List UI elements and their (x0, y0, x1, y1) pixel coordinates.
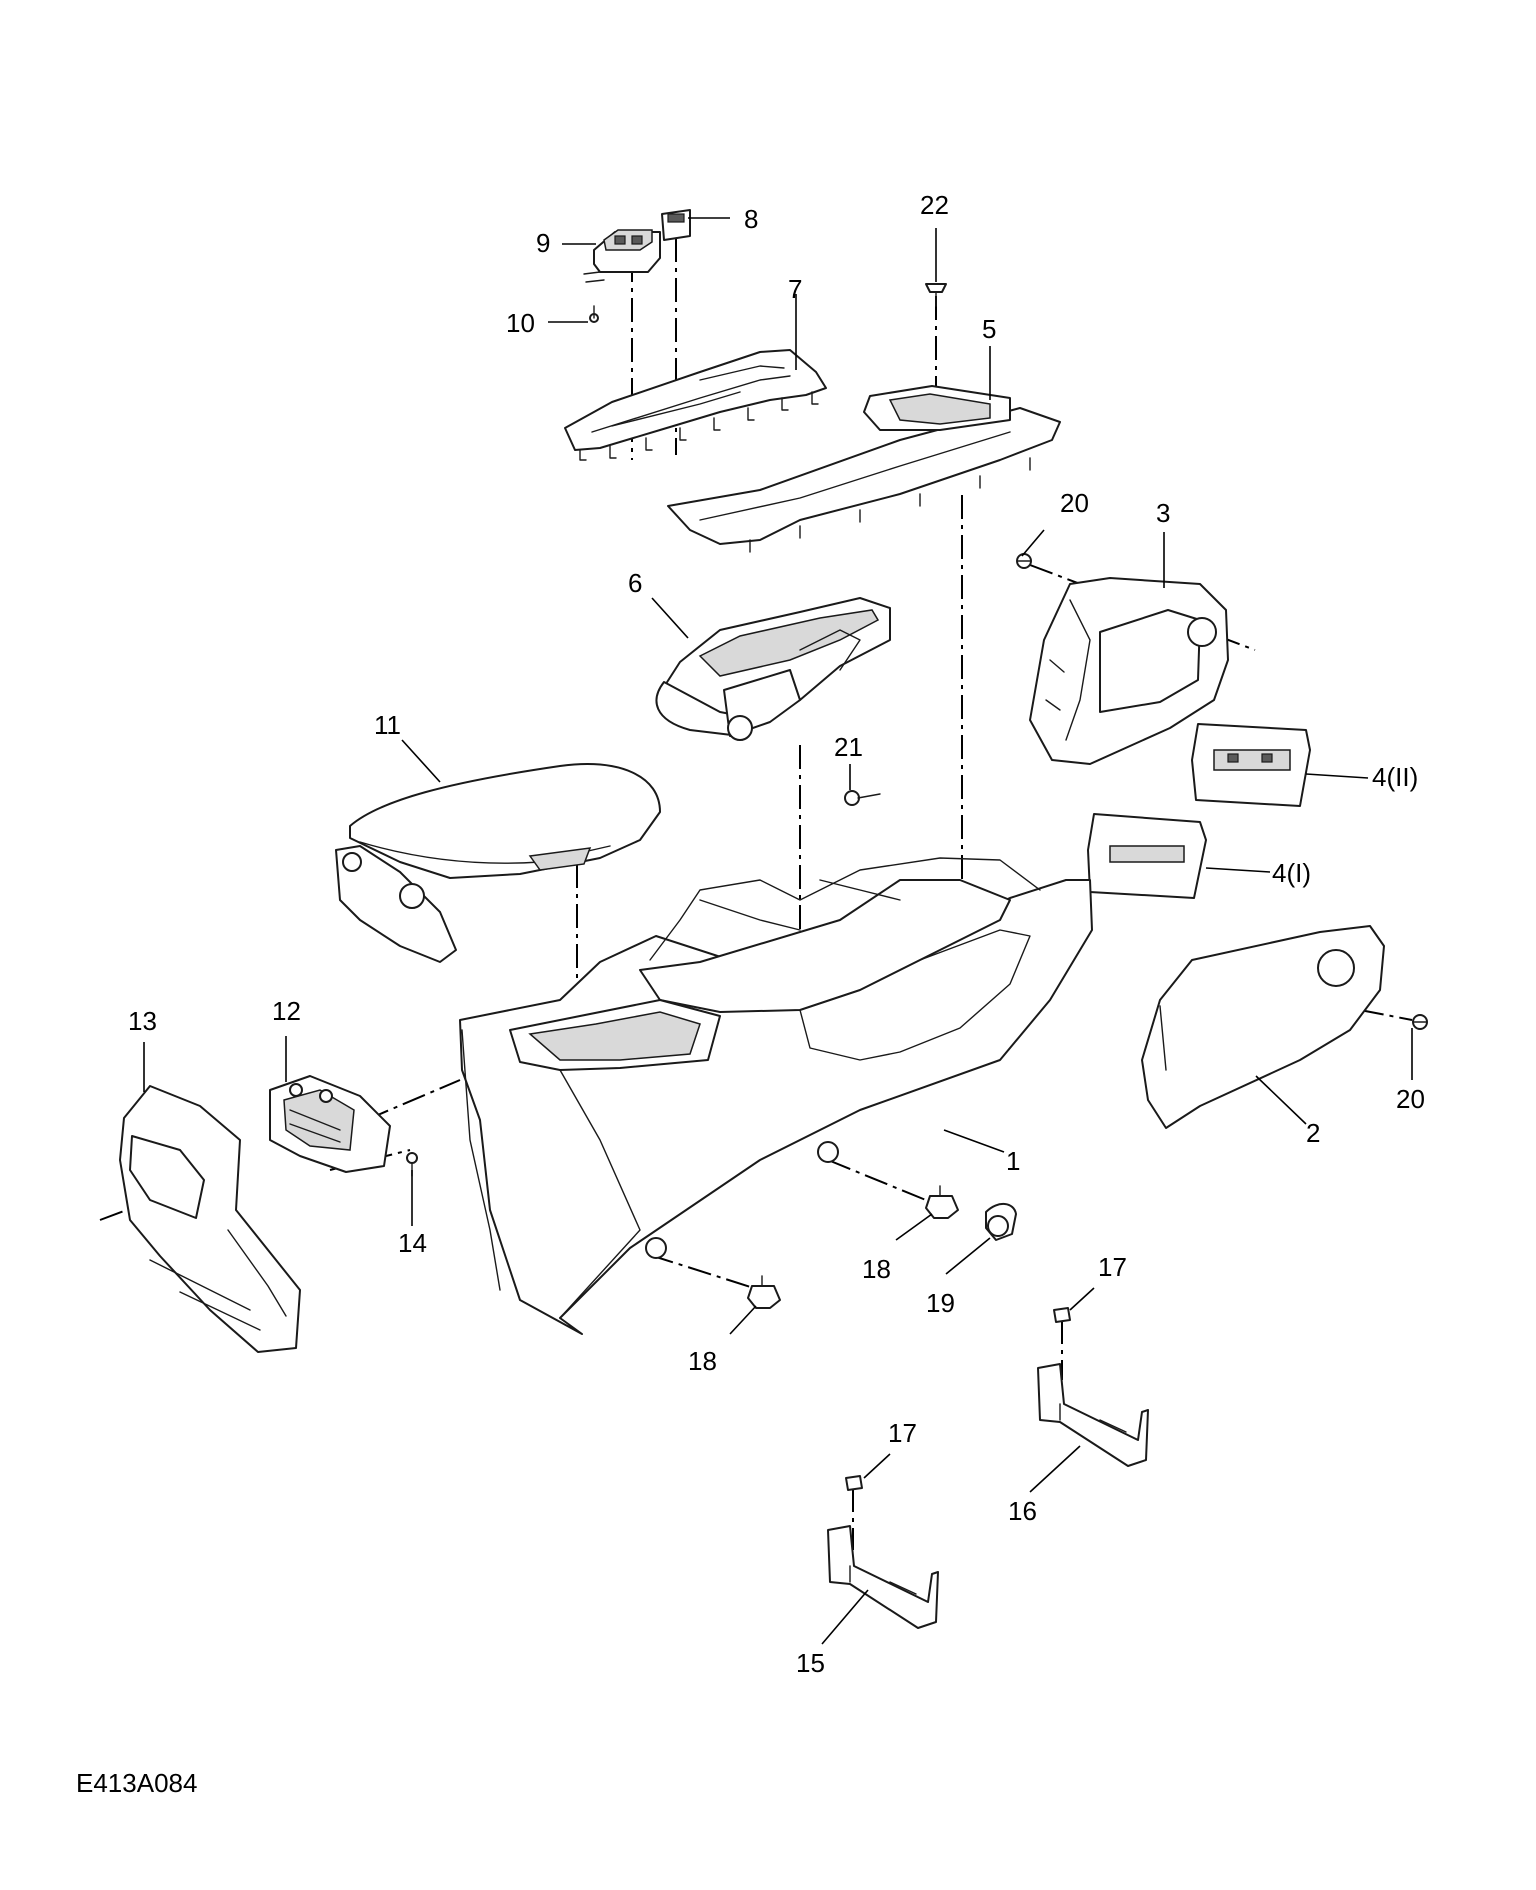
part-18-fastener-upper (925, 1185, 959, 1219)
callout-5: 5 (982, 314, 996, 344)
callout-3: 3 (1156, 498, 1170, 528)
part-10-screw (589, 305, 599, 323)
callout-labels: 1 2 3 4(II) 4(I) 5 6 7 8 9 10 11 12 13 1… (128, 190, 1425, 1678)
callout-9: 9 (536, 228, 550, 258)
part-17-nut-upper (1053, 1307, 1071, 1323)
callout-19: 19 (926, 1288, 955, 1318)
part-7-selector-bezel (564, 349, 827, 461)
part-18-fastener-lower (747, 1275, 781, 1309)
callout-2: 2 (1306, 1118, 1320, 1148)
figure-reference-code: E413A084 (76, 1768, 197, 1798)
part-17-nut-lower (845, 1475, 863, 1491)
part-22-screw (925, 283, 947, 307)
callout-15: 15 (796, 1648, 825, 1678)
callout-16: 16 (1008, 1496, 1037, 1526)
callout-8: 8 (744, 204, 758, 234)
callout-13: 13 (128, 1006, 157, 1036)
callout-10: 10 (506, 308, 535, 338)
part-4ii-switch-bezel (1191, 723, 1311, 807)
part-4i-switch-bezel (1087, 813, 1207, 899)
part-1-console-body (459, 857, 1093, 1335)
callout-20-upper: 20 (1060, 488, 1089, 518)
callout-1: 1 (1006, 1146, 1020, 1176)
part-21-screw (844, 790, 881, 806)
part-11-armrest (335, 763, 661, 963)
part-20-clip-lower (1412, 1014, 1428, 1030)
callout-6: 6 (628, 568, 642, 598)
callout-18-lower: 18 (688, 1346, 717, 1376)
part-9-switch-pack (583, 229, 661, 283)
callout-11: 11 (374, 710, 401, 740)
callout-12: 12 (272, 996, 301, 1026)
callout-22: 22 (920, 190, 949, 220)
part-16-bracket (1037, 1363, 1149, 1467)
callout-21: 21 (834, 732, 863, 762)
leader-lines (143, 217, 1413, 1645)
assembly-axes (99, 238, 1413, 1550)
callout-7: 7 (788, 274, 802, 304)
part-3-side-trim (1029, 577, 1229, 765)
part-20-clip-upper (1016, 553, 1032, 569)
part-12-vent-assembly (269, 1075, 391, 1173)
callout-14: 14 (398, 1228, 427, 1258)
callout-4-i: 4(I) (1272, 858, 1311, 888)
part-5-upper-finisher (667, 385, 1061, 553)
callout-18-upper: 18 (862, 1254, 891, 1284)
part-2-side-panel (1141, 925, 1385, 1129)
callout-4-ii: 4(II) (1372, 762, 1418, 792)
part-6-storage-bin (655, 597, 891, 741)
callout-20-lower: 20 (1396, 1084, 1425, 1114)
part-15-bracket (827, 1525, 939, 1629)
part-8-switch (661, 209, 691, 241)
callout-17-lower: 17 (888, 1418, 917, 1448)
part-13-rear-end-trim (119, 1085, 301, 1353)
callout-17-upper: 17 (1098, 1252, 1127, 1282)
part-19-cap (985, 1203, 1017, 1241)
